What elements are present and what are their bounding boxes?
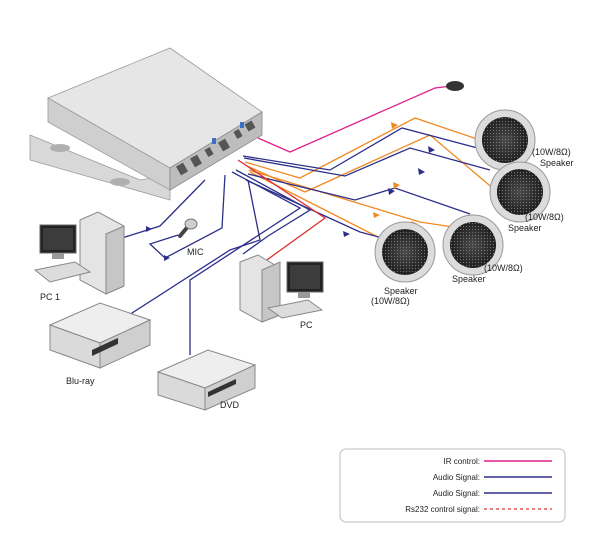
speaker-middle-rating: (10W/8Ω) <box>525 212 564 222</box>
dvd-player <box>156 349 257 411</box>
speaker-left-name: Speaker <box>384 286 418 296</box>
audio-line-pc <box>235 169 312 255</box>
ir-receiver <box>446 81 464 91</box>
speaker-middle <box>489 161 551 223</box>
mic-label: MIC <box>187 247 204 257</box>
pc-label: PC <box>300 320 313 330</box>
ir-control-line <box>257 85 453 153</box>
bluray-label: Blu-ray <box>66 376 95 386</box>
microphone <box>178 218 198 238</box>
legend-label-audio-2: Audio Signal: <box>433 489 480 498</box>
pc1-label: PC 1 <box>40 292 60 302</box>
audio-line-blue <box>247 173 471 215</box>
pc1-computer <box>33 211 125 295</box>
speaker-top-rating: (10W/8Ω) <box>532 147 571 157</box>
speaker-middle-name: Speaker <box>508 223 542 233</box>
amplifier-unit <box>29 47 263 201</box>
audio-line-blue <box>243 147 491 177</box>
audio-line-pc1 <box>121 179 206 239</box>
pc-computer <box>239 254 324 323</box>
legend-box <box>339 448 566 523</box>
audio-line-orange <box>248 169 461 229</box>
audio-line-dvd <box>189 171 302 355</box>
audio-line-blue <box>245 179 391 241</box>
bluray-player <box>48 302 152 369</box>
rs232-line <box>237 159 327 271</box>
speaker-top-name: Speaker <box>540 158 574 168</box>
speaker-left-rating: (10W/8Ω) <box>371 296 410 306</box>
wires <box>117 85 496 355</box>
legend: IR control: Audio Signal: Audio Signal: … <box>339 448 566 523</box>
audio-line-blue <box>242 127 486 171</box>
legend-label-rs232: Rs232 control signal: <box>405 505 480 514</box>
speaker-top <box>474 109 536 171</box>
dvd-label: DVD <box>220 400 240 410</box>
audio-line-bluray <box>117 179 261 323</box>
speaker-front-name: Speaker <box>452 274 486 284</box>
speaker-front-rating: (10W/8Ω) <box>484 263 523 273</box>
legend-label-ir: IR control: <box>444 457 480 466</box>
audio-line-orange <box>244 117 481 179</box>
speaker-front <box>442 214 504 276</box>
legend-label-audio-1: Audio Signal: <box>433 473 480 482</box>
speaker-left <box>374 221 436 283</box>
